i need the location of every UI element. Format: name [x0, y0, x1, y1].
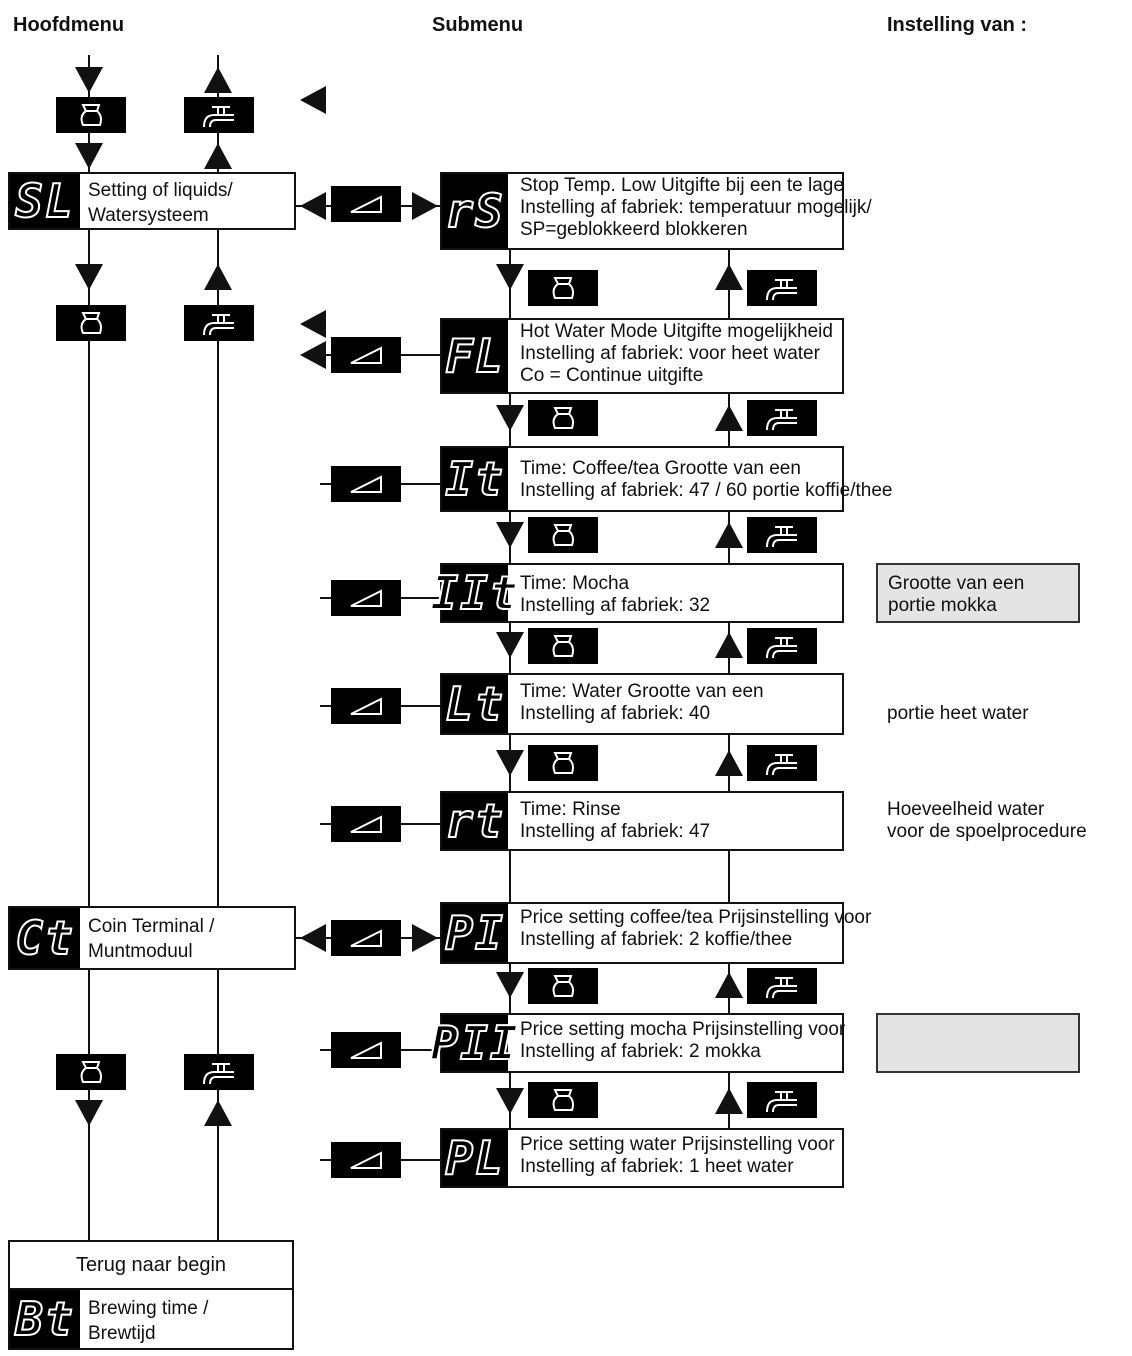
lcd-display: Bt	[10, 1290, 80, 1348]
note-water: portie heet water	[887, 703, 1029, 724]
lcd-display: PI	[442, 904, 508, 962]
enter-wedge-icon	[331, 580, 401, 616]
jug-icon	[528, 968, 598, 1004]
enter-wedge-icon	[331, 466, 401, 502]
tap-icon	[747, 517, 817, 553]
header-instelling: Instelling van :	[887, 14, 1028, 36]
enter-wedge-icon	[331, 337, 401, 373]
submenu-rs: rS Stop Temp. Low Uitgifte bij een te la…	[440, 172, 872, 250]
jug-icon	[56, 1054, 126, 1090]
submenu-pii: PII Price setting mocha Prijsinstelling …	[429, 1013, 846, 1073]
main-menu-label: Setting of liquids/Watersysteem	[88, 180, 233, 226]
enter-wedge-icon	[331, 688, 401, 724]
jug-icon	[528, 517, 598, 553]
lcd-display: PL	[442, 1130, 508, 1186]
header-submenu: Submenu	[432, 14, 524, 36]
tap-icon	[747, 968, 817, 1004]
submenu-text: Price setting coffee/tea Prijsinstelling…	[520, 907, 872, 950]
lcd-display: SL	[10, 174, 80, 228]
lcd-display: rt	[442, 793, 508, 849]
tap-icon	[747, 745, 817, 781]
submenu-pi: PI Price setting coffee/tea Prijsinstell…	[440, 902, 871, 964]
lcd-display: Lt	[442, 675, 508, 733]
note-placeholder	[876, 1013, 1080, 1073]
tap-icon	[747, 628, 817, 664]
main-menu-bt: Bt Brewing time /Brewtijd	[8, 1288, 294, 1350]
back-label: Terug naar begin	[75, 1254, 227, 1276]
jug-icon	[528, 628, 598, 664]
tap-icon	[747, 1082, 817, 1118]
enter-wedge-icon	[331, 1032, 401, 1068]
jug-icon	[56, 305, 126, 341]
jug-icon	[528, 400, 598, 436]
header-hoofdmenu: Hoofdmenu	[13, 14, 125, 36]
back-to-start: Terug naar begin	[8, 1240, 294, 1290]
lcd-display: FL	[442, 320, 508, 392]
tap-icon	[747, 400, 817, 436]
enter-wedge-icon	[331, 920, 401, 956]
arrowheads	[75, 67, 743, 1126]
enter-wedge-icon	[331, 186, 401, 222]
tap-icon	[184, 305, 254, 341]
jug-icon	[528, 1082, 598, 1118]
tap-icon	[184, 97, 254, 133]
lcd-display: IIt	[429, 565, 520, 621]
main-menu-label: Brewing time /Brewtijd	[88, 1298, 209, 1344]
main-menu-ct: Ct Coin Terminal /Muntmoduul	[8, 906, 296, 970]
submenu-text: Price setting mocha Prijsinstelling voor…	[520, 1019, 846, 1062]
tap-icon	[184, 1054, 254, 1090]
main-menu-sl: SL Setting of liquids/Watersysteem	[8, 172, 296, 230]
lcd-display: rS	[442, 174, 508, 248]
jug-icon	[528, 745, 598, 781]
submenu-pl: PL Price setting water Prijsinstelling v…	[440, 1128, 844, 1188]
lcd-display: It	[442, 448, 508, 510]
tap-icon	[747, 270, 817, 306]
main-menu-label: Coin Terminal /Muntmoduul	[88, 916, 215, 962]
enter-wedge-icon	[331, 806, 401, 842]
lcd-display: PII	[429, 1015, 520, 1071]
submenu-text: Price setting water Prijsinstelling voor…	[520, 1134, 835, 1177]
jug-icon	[56, 97, 126, 133]
lcd-display: Ct	[10, 908, 80, 968]
jug-icon	[528, 270, 598, 306]
enter-wedge-icon	[331, 1142, 401, 1178]
